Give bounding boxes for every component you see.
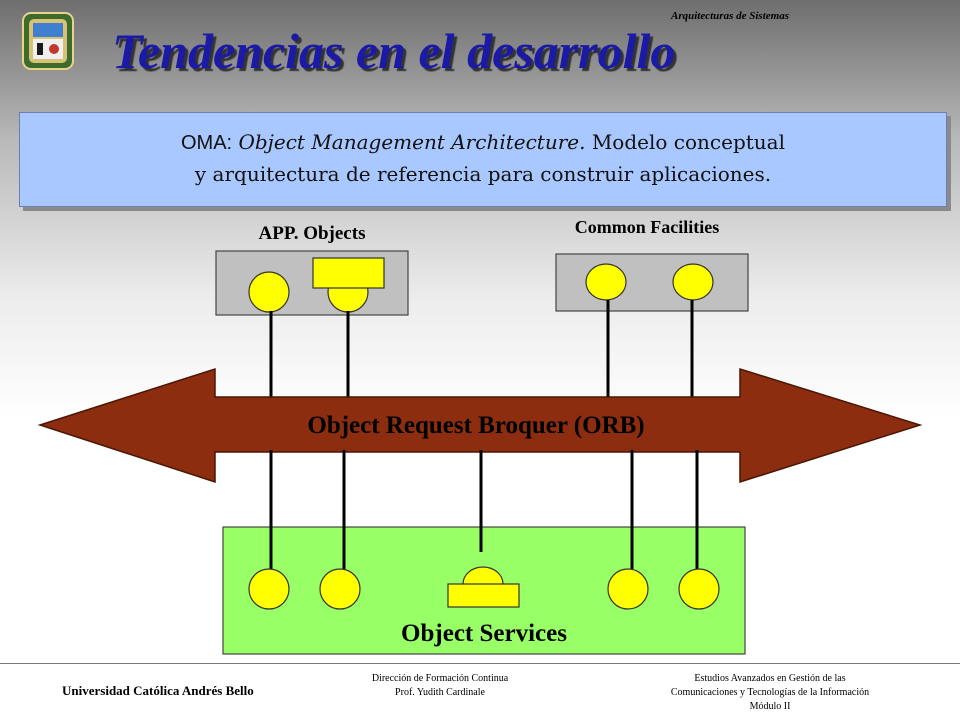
definition-line-2: y arquitectura de referencia para constr… — [194, 162, 772, 186]
footer-department: Dirección de Formación Continua Prof. Yu… — [330, 672, 550, 700]
facility-node — [585, 263, 627, 301]
facility-node — [672, 263, 714, 301]
service-interface — [447, 583, 520, 608]
object-services-label: Object Services — [401, 620, 567, 647]
service-node — [678, 568, 720, 610]
definition-acronym: OMA: — [181, 132, 233, 154]
footer-right-line: Módulo II — [749, 701, 791, 712]
definition-expansion: Object Management Architecture. — [238, 130, 586, 154]
orb-arrow — [37, 367, 923, 484]
course-name: Arquitecturas de Sistemas — [671, 10, 789, 22]
service-node — [607, 568, 649, 610]
orb-label: Object Request Broquer (ORB) — [307, 412, 644, 439]
footer-right-line: Comunicaciones y Tecnologías de la Infor… — [670, 687, 870, 698]
service-node — [319, 568, 361, 610]
app-object-interface — [312, 257, 385, 289]
definition-box: OMA: Object Management Architecture. Mod… — [19, 112, 947, 207]
definition-line-1: OMA: Object Management Architecture. Mod… — [20, 127, 946, 159]
app-object-node — [248, 271, 290, 313]
service-node — [248, 568, 290, 610]
footer-program: Estudios Avanzados en Gestión de las Com… — [630, 672, 910, 714]
footer-right-line: Estudios Avanzados en Gestión de las — [694, 673, 846, 684]
app-objects-label: APP. Objects — [259, 223, 366, 244]
common-facilities-box — [555, 253, 749, 312]
footer-mid-line: Prof. Yudith Cardinale — [395, 687, 485, 698]
footer-university: Universidad Católica Andrés Bello — [62, 683, 254, 698]
common-facilities-label: Common Facilities — [575, 217, 719, 237]
footer-mid-line: Dirección de Formación Continua — [371, 673, 509, 684]
footer-divider — [0, 663, 960, 664]
slide-title: Tendencias en el desarrollo — [112, 23, 676, 79]
university-logo — [22, 12, 74, 70]
definition-line1-rest: Modelo conceptual — [591, 130, 785, 154]
